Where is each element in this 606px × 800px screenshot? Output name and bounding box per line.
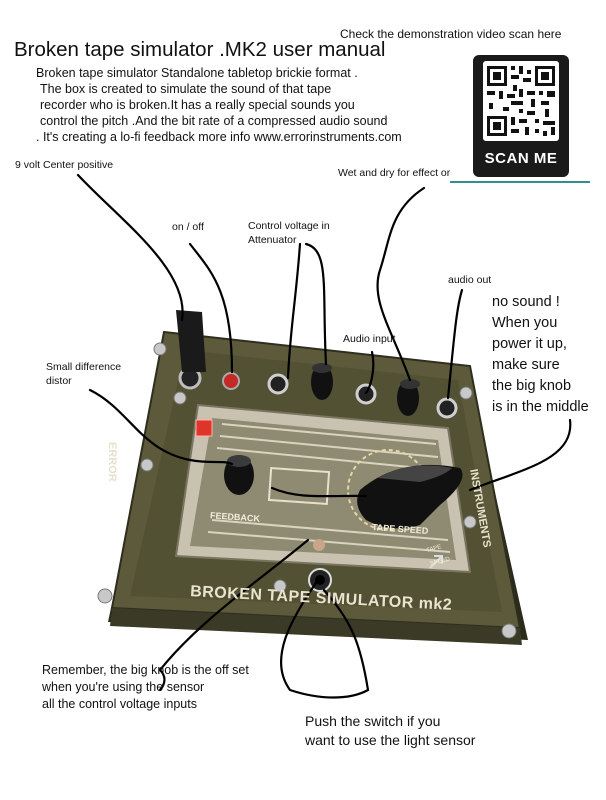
label-wetdry: Wet and dry for effect or	[338, 167, 451, 179]
intro-line: . It's creating a lo-fi feedback more in…	[36, 130, 402, 144]
remember-note: Remember, the big knob is the off set wh…	[42, 662, 249, 713]
label-cv-line1: Control voltage in	[248, 220, 330, 232]
label-power: 9 volt Center positive	[15, 159, 114, 171]
note-line: power it up,	[492, 336, 567, 352]
label-small-diff-line2: distor	[46, 375, 72, 387]
intro-line: Broken tape simulator Standalone tableto…	[36, 66, 358, 80]
label-audio-input: Audio input	[343, 333, 396, 345]
note-line: no sound !	[492, 294, 560, 310]
demo-video-text: Check the demonstration video scan here	[340, 27, 562, 41]
note-line: When you	[492, 315, 558, 331]
scan-me-button[interactable]: SCAN ME	[484, 150, 558, 167]
label-cv-line2: Attenuator	[248, 234, 297, 246]
qr-underline	[450, 181, 590, 183]
qr-code-icon[interactable]	[483, 61, 559, 141]
no-sound-note: no sound ! When you power it up, make su…	[492, 292, 589, 418]
push-switch-note: Push the switch if you want to use the l…	[305, 712, 475, 750]
device-brand-left: ERROR	[106, 442, 118, 482]
label-onoff: on / off	[172, 221, 204, 233]
note-line: is in the middle	[492, 399, 589, 415]
remember-line: all the control voltage inputs	[42, 697, 197, 711]
push-switch-line: want to use the light sensor	[305, 732, 476, 748]
intro-line: recorder who is broken.It has a really s…	[40, 98, 355, 112]
remember-line: Remember, the big knob is the off set	[42, 663, 249, 677]
manual-title: Broken tape simulator .MK2 user manual	[14, 38, 386, 61]
label-small-diff-line1: Small difference	[46, 361, 122, 373]
note-line: the big knob	[492, 378, 572, 394]
note-line: make sure	[492, 357, 560, 373]
label-audio-out: audio out	[448, 274, 492, 286]
push-switch-line: Push the switch if you	[305, 713, 441, 729]
remember-line: when you're using the sensor	[42, 680, 205, 694]
intro-line: control the pitch .And the bit rate of a…	[40, 114, 388, 128]
intro-line: The box is created to simulate the sound…	[40, 82, 332, 96]
